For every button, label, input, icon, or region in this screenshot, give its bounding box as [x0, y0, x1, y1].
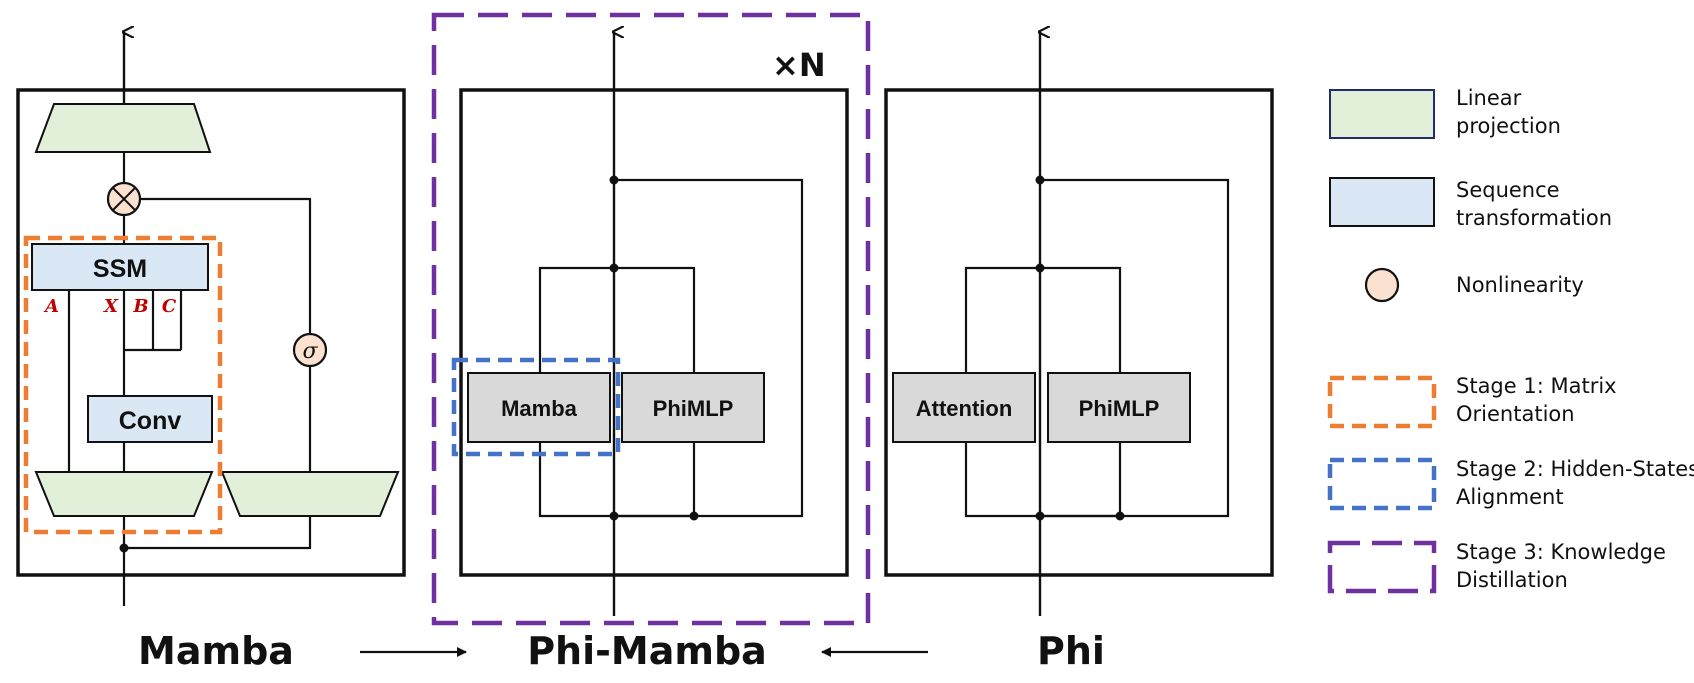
stage2-region [451, 357, 621, 457]
junction-dot [1035, 511, 1045, 521]
mamba-block-frame [16, 88, 406, 577]
legend-sequence-label: Sequence transformation [1456, 178, 1612, 230]
legend-stage2-swatch [1327, 457, 1437, 511]
mamba-gate-projection [220, 471, 400, 517]
phimamba-mixer-label: Mamba [501, 396, 578, 421]
junction-dot [119, 543, 129, 553]
phimamba-mlp-label: PhiMLP [653, 396, 734, 421]
legend-label-line: Sequence [1456, 178, 1560, 202]
stage1-region [23, 235, 223, 535]
residual-line [614, 178, 804, 518]
legend-linear-label: Linear projection [1456, 86, 1561, 138]
residual-line [1040, 178, 1230, 518]
param-a: A [43, 296, 59, 317]
mamba-line [124, 516, 312, 550]
legend-stage3-swatch [1327, 540, 1437, 594]
param-b: B [132, 296, 148, 317]
phi-mlp-label: PhiMLP [1079, 396, 1160, 421]
ssm-box [31, 243, 209, 291]
legend-label-line: transformation [1456, 206, 1612, 230]
conv-box [87, 395, 213, 443]
junction-dot [1035, 175, 1045, 185]
legend-label-line: Alignment [1456, 485, 1564, 509]
junction-dot [1035, 263, 1045, 273]
legend-nonlinearity-label: Nonlinearity [1456, 273, 1584, 297]
legend-label-line: Orientation [1456, 402, 1575, 426]
phimamba-block-frame [459, 88, 849, 577]
branch-line [964, 442, 1120, 518]
legend-label-line: Stage 2: Hidden-States [1456, 457, 1694, 481]
legend-nonlinearity-swatch [1364, 267, 1400, 303]
param-x: X [103, 296, 119, 317]
phimamba-title: Phi-Mamba [527, 629, 767, 673]
phi-attention-box [892, 372, 1036, 443]
legend-label-line: projection [1456, 114, 1561, 138]
branch-line [964, 266, 1122, 373]
mamba-line [140, 197, 312, 334]
repeat-label: ×N [772, 46, 826, 84]
phimamba-mixer-box [467, 372, 611, 443]
phi-title: Phi [1037, 629, 1105, 673]
stage3-region [431, 12, 871, 626]
sigma-label: σ [302, 339, 318, 364]
sigma-node: σ [292, 332, 328, 368]
legend-label-line: Distillation [1456, 568, 1568, 592]
junction-dot [1115, 511, 1125, 521]
phi-block-frame [884, 88, 1274, 577]
junction-dot [609, 175, 619, 185]
legend-stage1-swatch [1327, 375, 1437, 429]
mamba-panel: SSM A X B C Conv σ [16, 32, 406, 606]
legend-label-line: Stage 1: Matrix [1456, 374, 1617, 398]
phi-panel: Attention PhiMLP [884, 32, 1274, 616]
legend-label-line: Stage 3: Knowledge [1456, 540, 1666, 564]
ssm-label: SSM [93, 255, 147, 283]
branch-line [538, 266, 696, 373]
phimamba-panel: ×N Mamba PhiMLP [431, 12, 871, 626]
phi-mlp-box [1047, 372, 1191, 443]
junction-dot [609, 263, 619, 273]
phi-attention-label: Attention [916, 396, 1013, 421]
multiply-node [106, 181, 142, 217]
branch-line [538, 442, 694, 518]
mamba-output-projection [34, 103, 212, 153]
mamba-title: Mamba [138, 629, 294, 673]
param-c: C [162, 296, 177, 317]
junction-dot [609, 511, 619, 521]
conv-label: Conv [119, 407, 182, 435]
legend-linear-swatch [1329, 89, 1435, 139]
mamba-input-projection [34, 471, 214, 517]
legend-label-line: Linear [1456, 86, 1522, 110]
junction-dot [689, 511, 699, 521]
phimamba-mlp-box [621, 372, 765, 443]
legend-sequence-swatch [1329, 177, 1435, 227]
